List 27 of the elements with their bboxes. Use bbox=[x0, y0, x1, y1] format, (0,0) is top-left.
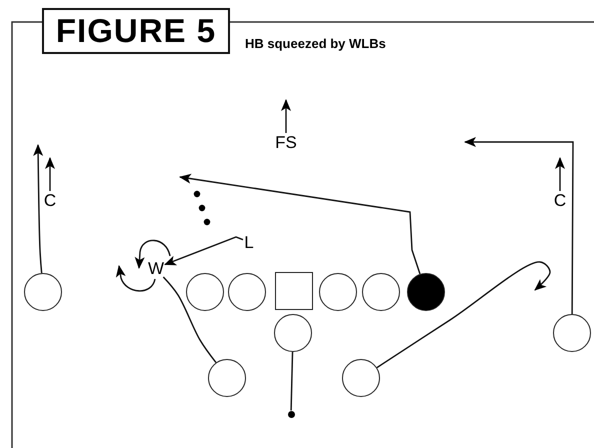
player-circle bbox=[553, 314, 591, 352]
player-circle bbox=[228, 273, 266, 311]
figure-caption: HB squeezed by WLBs bbox=[245, 36, 386, 51]
player-circle bbox=[319, 273, 357, 311]
player-label: C bbox=[43, 191, 57, 209]
route-arrow bbox=[45, 157, 55, 191]
route-arrow bbox=[464, 137, 574, 314]
player-circle bbox=[407, 273, 445, 311]
route-arrow bbox=[281, 99, 291, 133]
route-arrow bbox=[555, 157, 565, 191]
center-square bbox=[275, 272, 313, 310]
end-dot bbox=[288, 410, 294, 418]
route-arrow bbox=[164, 236, 244, 266]
player-label: FS bbox=[273, 133, 299, 151]
route-arrow bbox=[376, 261, 551, 368]
player-circle bbox=[24, 273, 62, 311]
player-circle bbox=[362, 273, 400, 311]
figure-heading: FIGURE 5 bbox=[42, 8, 230, 54]
player-circle bbox=[342, 359, 380, 397]
player-circle bbox=[186, 273, 224, 311]
player-label: L bbox=[243, 233, 255, 251]
player-circle bbox=[208, 359, 246, 397]
route-arrow bbox=[33, 144, 44, 274]
route-arrow bbox=[179, 174, 421, 274]
player-circle bbox=[274, 314, 312, 352]
player-label: W bbox=[147, 259, 165, 277]
player-label: C bbox=[553, 191, 567, 209]
